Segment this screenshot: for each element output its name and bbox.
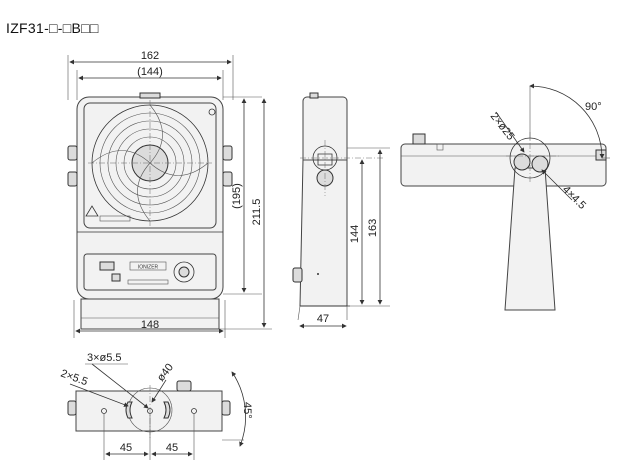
dim-arc-40: ø40	[155, 362, 176, 384]
side-view: 144 163 47	[292, 92, 390, 329]
dim-angle-45: 45°	[241, 402, 253, 419]
dim-depth: 47	[317, 313, 329, 325]
dim-width-inner: (144)	[137, 66, 163, 78]
dim-base-width: 148	[141, 319, 159, 331]
dim-height-outer: 211.5	[251, 199, 263, 226]
top-view: 90° 2×ø25 4×4.5	[400, 83, 610, 311]
dim-angle-90: 90°	[585, 101, 602, 113]
dim-width-outer: 162	[141, 50, 159, 62]
dim-pivot-height: 144	[349, 225, 361, 243]
front-view: 162 (144) IONIZER	[67, 50, 272, 338]
dim-top-height: 163	[367, 219, 379, 237]
dim-spacing-right: 45	[166, 442, 178, 454]
panel-label: IONIZER	[138, 265, 159, 271]
dim-height-inner: (195)	[231, 183, 243, 209]
bottom-view: 3×ø5.5 ø40 2×5.5 45° 45 45	[59, 352, 253, 460]
dim-holes-2x25: 2×ø25	[488, 110, 517, 142]
dim-spacing-left: 45	[120, 442, 132, 454]
dim-holes-3x55: 3×ø5.5	[87, 352, 122, 364]
model-number-title: IZF31-□-□B□□	[6, 20, 99, 36]
dim-slots-4x45: 4×4.5	[560, 184, 588, 212]
